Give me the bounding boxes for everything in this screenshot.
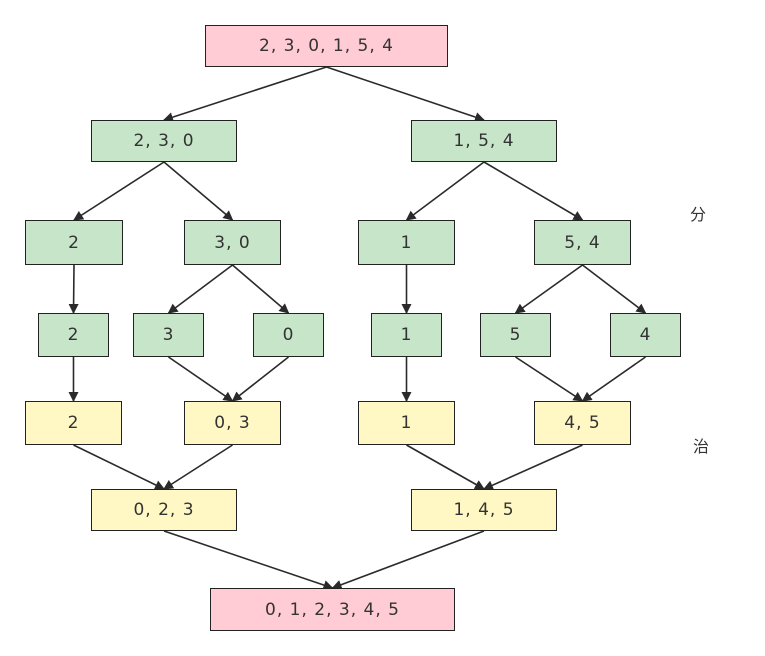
edge-r1-r2b: [483, 161, 584, 221]
node-l2b: 3, 0: [184, 220, 281, 265]
edge-l4a-l5: [73, 444, 165, 490]
node-l3b: 3: [133, 313, 204, 357]
edge-r4a-r5: [406, 444, 485, 490]
edge-root-l1: [163, 66, 327, 122]
edge-l3c-l4b: [231, 356, 289, 402]
edge-r3c-r4b: [581, 356, 646, 402]
node-l2a: 2: [25, 220, 123, 265]
node-r2b: 5, 4: [534, 220, 631, 265]
edge-l1-l2b: [163, 161, 234, 221]
node-root: 2, 3, 0, 1, 5, 4: [205, 25, 448, 67]
node-l3c: 0: [253, 313, 324, 357]
edge-r1-r2a: [405, 161, 485, 221]
node-l4b: 0, 3: [184, 401, 281, 445]
edge-l1-l2a: [73, 161, 165, 221]
edge-r2b-r3c: [582, 264, 647, 314]
node-r2a: 1: [358, 220, 455, 265]
node-r3b: 5: [480, 313, 551, 357]
edge-r3b-r4b: [515, 356, 584, 402]
edge-l2b-l3c: [231, 264, 290, 314]
edge-l3b-l4b: [168, 356, 234, 402]
node-r4a: 1: [358, 401, 455, 445]
node-l3a: 2: [38, 313, 109, 357]
edge-root-r1: [326, 66, 485, 122]
conquer-label: 治: [693, 437, 710, 456]
edge-l4b-l5: [163, 444, 233, 490]
edge-l5-result: [163, 530, 334, 590]
node-l1: 2, 3, 0: [91, 120, 237, 162]
divide-label: 分: [690, 205, 707, 224]
edge-l2a-l3a: [68, 264, 79, 314]
edge-l2b-l3b: [167, 264, 233, 314]
node-l5: 0, 2, 3: [91, 489, 237, 531]
edge-r4b-r5: [483, 444, 583, 490]
node-r5: 1, 4, 5: [411, 489, 557, 531]
node-result: 0, 1, 2, 3, 4, 5: [210, 588, 455, 631]
node-r4b: 4, 5: [534, 401, 631, 445]
node-r3c: 4: [610, 313, 681, 357]
node-r3a: 1: [371, 313, 442, 357]
node-l4a: 2: [25, 401, 122, 445]
edge-r5-result: [331, 530, 485, 590]
node-r1: 1, 5, 4: [411, 120, 557, 162]
edge-r2b-r3b: [514, 264, 583, 314]
edges: [68, 66, 647, 590]
